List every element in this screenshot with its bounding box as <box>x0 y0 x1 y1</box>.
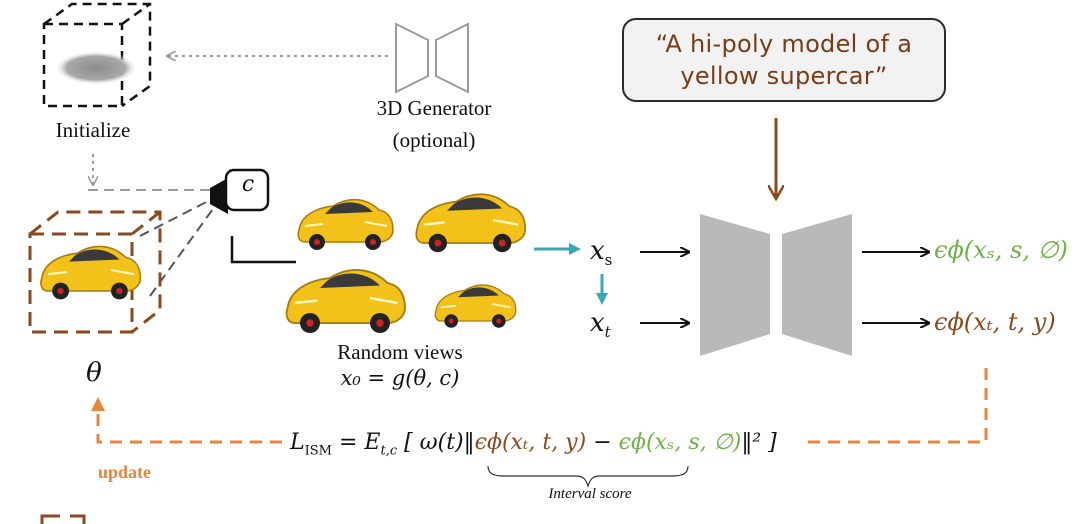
loss-lhs: L <box>290 430 305 455</box>
loss-tail: ‖² ] <box>741 430 777 455</box>
generator-label: 3D Generator <box>376 96 492 120</box>
xs-symbol: xs <box>590 236 612 269</box>
camera-to-views-connector <box>230 236 296 264</box>
xt-sub: t <box>604 323 611 342</box>
output-t-label: ϵϕ(xₜ, t, y) <box>934 308 1056 336</box>
loss-weight: [ ω(t)‖ <box>404 430 475 455</box>
xt-base: x <box>590 308 605 338</box>
update-label: update <box>98 462 152 482</box>
theta-car <box>39 245 142 301</box>
view-car-3 <box>285 268 407 335</box>
unet-icon <box>700 214 852 356</box>
loss-equation: LISM = Et,c [ ω(t)‖ϵϕ(xₜ, t, y) − ϵϕ(xₛ,… <box>290 430 777 458</box>
camera-icon <box>210 168 270 214</box>
loss-term-t: ϵϕ(xₜ, t, y) <box>474 430 587 455</box>
view-car-4 <box>434 284 517 329</box>
cropped-cube-icon <box>40 514 86 524</box>
camera-ray-mid <box>139 195 219 237</box>
feedback-right <box>800 368 988 444</box>
random-views-label: Random views <box>337 340 463 364</box>
initialize-label: Initialize <box>55 118 131 142</box>
xs-sub: s <box>604 251 613 270</box>
prompt-box: “A hi-poly model of a yellow supercar” <box>622 18 946 102</box>
generator-sublabel: (optional) <box>392 128 476 152</box>
theta-label: θ <box>86 358 102 388</box>
xs-base: x <box>590 236 605 266</box>
init-blob <box>54 51 138 85</box>
loss-term-s: ϵϕ(xₛ, s, ∅) <box>618 430 742 455</box>
view-car-1 <box>297 198 394 251</box>
loss-minus: − <box>586 430 619 455</box>
loss-eq: = E <box>338 430 381 455</box>
init-cube <box>42 2 152 108</box>
view-car-2 <box>415 193 527 254</box>
generator-icon <box>395 22 469 94</box>
theta-cube <box>28 210 162 334</box>
interval-score-brace <box>487 465 689 488</box>
prompt-text: “A hi-poly model of a yellow supercar” <box>655 30 913 90</box>
interval-score-label: Interval score <box>548 486 632 502</box>
x0-equation: x₀ = g(θ, c) <box>340 366 460 390</box>
camera-label: c <box>241 172 255 197</box>
feedback-left <box>91 397 282 444</box>
loss-lhs-sub: ISM <box>304 443 332 459</box>
xt-symbol: xt <box>590 308 611 341</box>
loss-eq-sub: t,c <box>380 443 398 459</box>
output-s-label: ϵϕ(xₛ, s, ∅) <box>934 236 1068 264</box>
